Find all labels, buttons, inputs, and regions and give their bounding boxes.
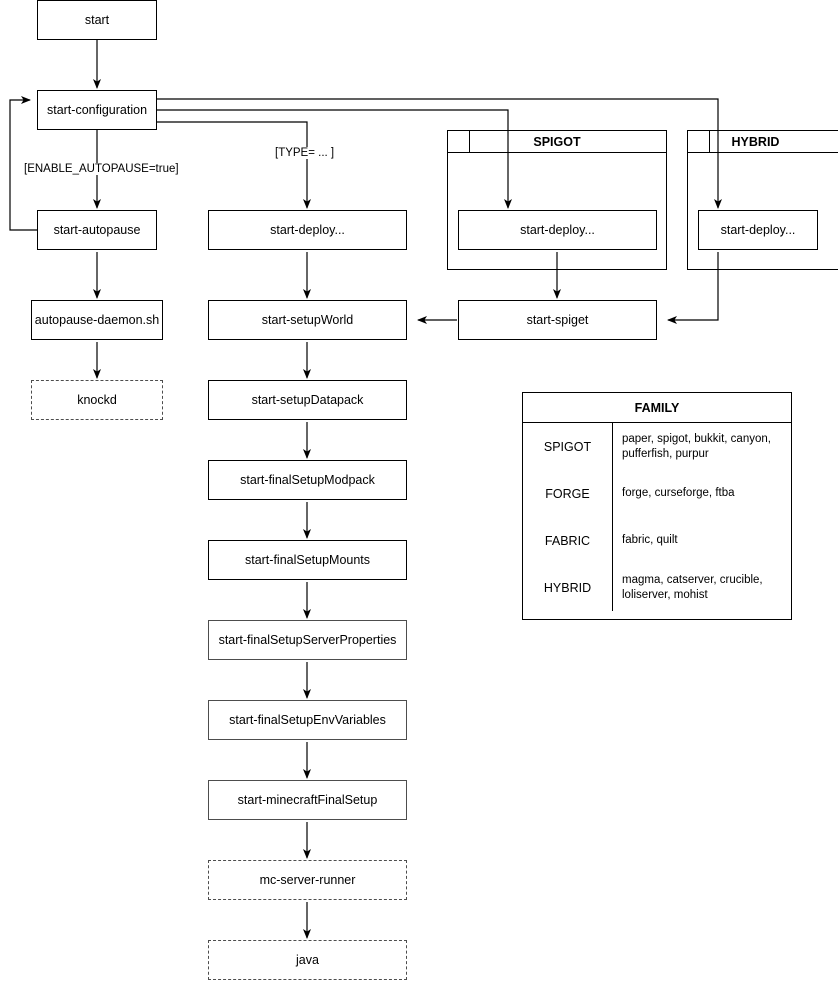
family-row-key-label: FORGE	[545, 486, 590, 501]
node-start-spiget[interactable]: start-spiget	[458, 300, 657, 340]
family-row-key: HYBRID	[523, 564, 613, 611]
node-knockd-label: knockd	[77, 392, 117, 407]
family-row-value: paper, spigot, bukkit, canyon, pufferfis…	[613, 423, 791, 470]
family-row-key: FORGE	[523, 470, 613, 517]
node-start-setup-datapack-label: start-setupDatapack	[251, 392, 364, 407]
family-row-value-label: paper, spigot, bukkit, canyon, pufferfis…	[622, 432, 771, 460]
node-start-autopause-label: start-autopause	[53, 222, 141, 237]
node-start-deploy-hybrid-label: start-deploy...	[720, 222, 796, 237]
family-table-row: FABRIC fabric, quilt	[523, 517, 791, 564]
node-start-deploy-spigot[interactable]: start-deploy...	[458, 210, 657, 250]
group-spigot-tab	[448, 131, 470, 153]
node-knockd[interactable]: knockd	[31, 380, 163, 420]
family-table: FAMILY SPIGOT paper, spigot, bukkit, can…	[522, 392, 792, 620]
family-table-header-label: FAMILY	[634, 400, 680, 415]
family-row-key: FABRIC	[523, 517, 613, 564]
node-start-spiget-label: start-spiget	[526, 312, 589, 327]
edge-label-enable-autopause-text: [ENABLE_AUTOPAUSE=true]	[24, 163, 179, 175]
node-start[interactable]: start	[37, 0, 157, 40]
family-row-value: fabric, quilt	[613, 517, 791, 564]
family-table-row: HYBRID magma, catserver, crucible, lolis…	[523, 564, 791, 611]
node-autopause-daemon[interactable]: autopause-daemon.sh	[31, 300, 163, 340]
node-start-minecraft-final-setup-label: start-minecraftFinalSetup	[237, 792, 378, 807]
node-start-setup-world[interactable]: start-setupWorld	[208, 300, 407, 340]
group-spigot-label: SPIGOT	[533, 134, 581, 149]
node-start-final-setup-mounts-label: start-finalSetupMounts	[244, 552, 371, 567]
node-java-label: java	[296, 952, 319, 967]
node-start-minecraft-final-setup[interactable]: start-minecraftFinalSetup	[208, 780, 407, 820]
node-mc-server-runner[interactable]: mc-server-runner	[208, 860, 407, 900]
edge-label-type-text: [TYPE= ... ]	[275, 147, 335, 159]
family-table-header: FAMILY	[523, 393, 791, 423]
group-hybrid-tab	[688, 131, 710, 153]
node-autopause-daemon-label: autopause-daemon.sh	[34, 312, 160, 327]
node-start-final-setup-mounts[interactable]: start-finalSetupMounts	[208, 540, 407, 580]
family-row-value: magma, catserver, crucible, loliserver, …	[613, 564, 791, 611]
node-start-final-setup-server-properties[interactable]: start-finalSetupServerProperties	[208, 620, 407, 660]
node-start-final-setup-server-properties-label: start-finalSetupServerProperties	[218, 632, 397, 647]
family-row-value-label: forge, curseforge, ftba	[622, 487, 735, 500]
node-start-autopause[interactable]: start-autopause	[37, 210, 157, 250]
node-start-deploy-hybrid[interactable]: start-deploy...	[698, 210, 818, 250]
node-start-final-setup-modpack[interactable]: start-finalSetupModpack	[208, 460, 407, 500]
family-row-value: forge, curseforge, ftba	[613, 470, 791, 517]
node-start-deploy-main-label: start-deploy...	[270, 222, 345, 237]
node-start-setup-world-label: start-setupWorld	[261, 312, 354, 327]
family-row-value-label: magma, catserver, crucible, loliserver, …	[622, 573, 763, 601]
node-java[interactable]: java	[208, 940, 407, 980]
node-start-final-setup-env-variables-label: start-finalSetupEnvVariables	[229, 712, 386, 727]
node-start-deploy-main[interactable]: start-deploy...	[208, 210, 407, 250]
family-row-key-label: HYBRID	[543, 580, 592, 595]
family-row-key-label: FABRIC	[544, 533, 591, 548]
family-row-key-label: SPIGOT	[543, 439, 592, 454]
edge-label-enable-autopause: [ENABLE_AUTOPAUSE=true]	[22, 163, 181, 175]
node-mc-server-runner-label: mc-server-runner	[259, 872, 356, 887]
group-hybrid-title-bar: HYBRID	[688, 131, 838, 153]
edge-label-type: [TYPE= ... ]	[273, 147, 337, 159]
group-spigot-title-bar: SPIGOT	[448, 131, 666, 153]
family-row-key: SPIGOT	[523, 423, 613, 470]
node-start-deploy-spigot-label: start-deploy...	[520, 222, 595, 237]
group-hybrid-label: HYBRID	[731, 134, 780, 149]
node-start-configuration-label: start-configuration	[46, 102, 148, 117]
node-start-final-setup-modpack-label: start-finalSetupModpack	[240, 472, 375, 487]
node-start-setup-datapack[interactable]: start-setupDatapack	[208, 380, 407, 420]
family-row-value-label: fabric, quilt	[622, 534, 678, 547]
node-start-final-setup-env-variables[interactable]: start-finalSetupEnvVariables	[208, 700, 407, 740]
family-table-row: FORGE forge, curseforge, ftba	[523, 470, 791, 517]
node-start-label: start	[84, 12, 110, 27]
node-start-configuration[interactable]: start-configuration	[37, 90, 157, 130]
family-table-row: SPIGOT paper, spigot, bukkit, canyon, pu…	[523, 423, 791, 470]
